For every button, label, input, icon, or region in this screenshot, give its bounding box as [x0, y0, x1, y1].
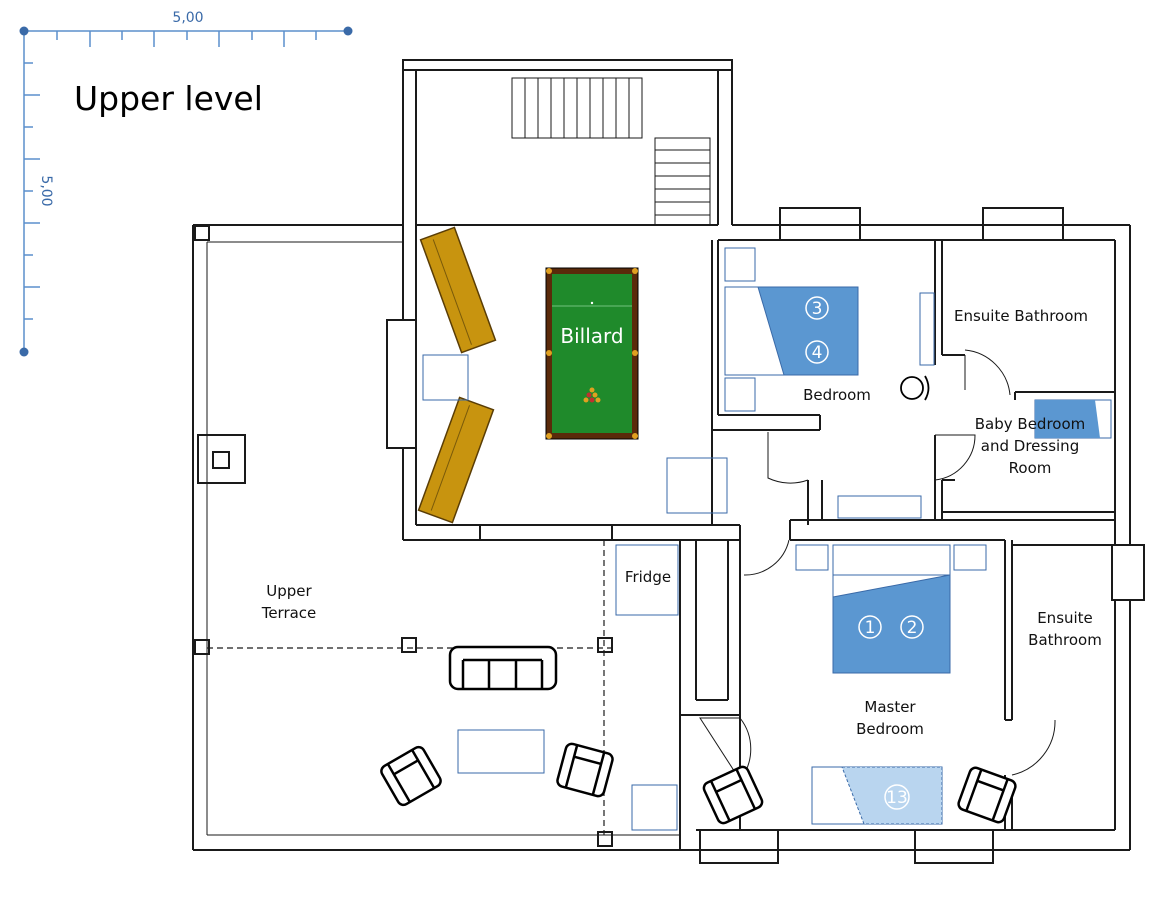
- terrace-label-line2: Terrace: [261, 604, 317, 622]
- ruler-origin-handle[interactable]: [19, 26, 29, 36]
- desk-chair-icon: [900, 375, 930, 401]
- terrace-armchair-left[interactable]: [379, 745, 443, 807]
- nightstand-bottom: [724, 377, 756, 412]
- master-daybed[interactable]: 13: [811, 766, 943, 825]
- scale-ruler: [19, 26, 353, 357]
- sofa-bottom: [417, 396, 495, 524]
- bedroom-bed[interactable]: 3 4: [724, 247, 859, 412]
- master-armchair-left[interactable]: [702, 765, 764, 825]
- baby-room-label-line1: Baby Bedroom: [975, 415, 1086, 433]
- master-bedroom-label-line2: Bedroom: [856, 720, 924, 738]
- bed-number-1: 1: [865, 618, 876, 638]
- terrace-chimney-inner: [212, 451, 230, 469]
- fridge: [615, 544, 679, 616]
- billard-label: Billard: [560, 324, 623, 348]
- bedroom-dresser: [837, 495, 922, 519]
- ruler-vertical-label: 5,00: [38, 175, 54, 206]
- bedroom-door: [767, 432, 809, 484]
- bed-number-3: 3: [812, 299, 823, 319]
- billard-balls-icon: [583, 387, 601, 403]
- terrace-armchair-right[interactable]: [556, 742, 614, 798]
- terrace-side-table: [631, 784, 678, 831]
- staircase: [511, 77, 711, 226]
- ensuite-right-label-line2: Bathroom: [1028, 631, 1102, 649]
- bed-number-4: 4: [812, 343, 823, 363]
- master-bed[interactable]: 1 2: [795, 544, 987, 674]
- bed-number-2: 2: [907, 618, 918, 638]
- baby-room-door: [934, 434, 976, 481]
- terrace-sofa[interactable]: [448, 645, 558, 691]
- sofa-top: [419, 226, 497, 354]
- ensuite-right-door: [1011, 719, 1056, 776]
- ensuite-top-label: Ensuite Bathroom: [954, 307, 1088, 325]
- fridge-label: Fridge: [625, 568, 671, 586]
- ruler-bottom-handle[interactable]: [19, 347, 29, 357]
- ensuite-right-label-line1: Ensuite: [1037, 609, 1093, 627]
- doors: [699, 349, 1056, 781]
- baby-room-label-line2: and Dressing: [981, 437, 1079, 455]
- bedroom-label: Bedroom: [803, 386, 871, 404]
- floor-cabinet: [666, 457, 728, 514]
- master-nightstand-left: [795, 544, 829, 571]
- ensuite-top-door: [964, 349, 1011, 396]
- baby-room-label-line3: Room: [1009, 459, 1052, 477]
- ruler-end-handle[interactable]: [343, 26, 353, 36]
- bed-number-13: 13: [886, 788, 908, 808]
- walls: [192, 59, 1145, 864]
- master-bedroom-label-line1: Master: [864, 698, 916, 716]
- side-table: [422, 354, 469, 401]
- nightstand-top: [724, 247, 756, 282]
- terrace-table: [457, 729, 545, 774]
- master-armchair-right[interactable]: [957, 766, 1017, 824]
- baby-bed[interactable]: [1034, 399, 1112, 439]
- master-nightstand-right: [953, 544, 987, 571]
- bedroom-wardrobe: [919, 292, 935, 366]
- plan-title: Upper level: [74, 79, 263, 118]
- terrace-label-line1: Upper: [266, 582, 312, 600]
- ruler-horizontal-label: 5,00: [172, 10, 203, 26]
- master-bedroom-door: [743, 539, 790, 576]
- terrace-chimney: [197, 434, 246, 484]
- billard-table[interactable]: Billard: [545, 267, 639, 440]
